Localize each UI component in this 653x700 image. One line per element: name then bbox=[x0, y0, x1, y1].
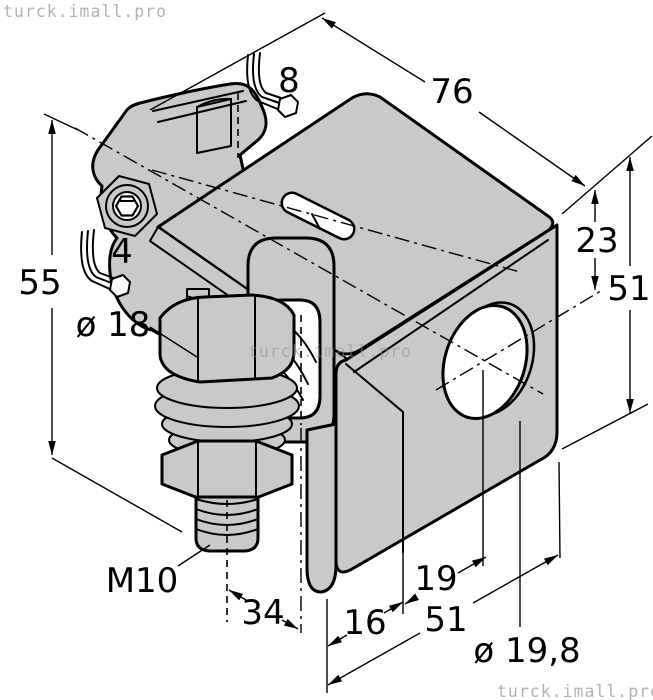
hex-key-8-icon: 8 bbox=[246, 52, 300, 118]
socket-screw-icon bbox=[96, 175, 158, 237]
dim-19: 19 bbox=[404, 556, 487, 605]
dim-label-plate-offset: 16 bbox=[343, 603, 386, 643]
dim-label-bottom-width: 51 bbox=[424, 600, 467, 640]
dim-label-stud-center-to-plate: 34 bbox=[241, 593, 284, 633]
dim-51-bottom: 51 bbox=[327, 554, 559, 686]
dim-55: 55 bbox=[18, 120, 62, 455]
dim-76: 76 bbox=[321, 17, 586, 187]
clamp-slot-post bbox=[196, 98, 232, 154]
watermark-center: turck.imall.pro bbox=[248, 342, 412, 361]
dim-d18: ø 18 bbox=[76, 305, 198, 358]
watermark-bottom-right: turck.imall.pro bbox=[497, 682, 653, 700]
strap-tongue bbox=[305, 422, 338, 594]
inner-corner-line bbox=[345, 363, 404, 553]
dim-34: 34 bbox=[228, 589, 299, 633]
centerlines bbox=[74, 127, 605, 633]
clamp-stud-assembly bbox=[154, 288, 300, 553]
dim-label-hex-key-socket-screw: 4 bbox=[111, 232, 133, 272]
dim-label-clamp-stud-height: 55 bbox=[18, 263, 61, 303]
dim-label-hole-diameter: ø 19,8 bbox=[473, 631, 580, 671]
hex-nut-lower bbox=[160, 439, 294, 500]
dim-16: 16 bbox=[327, 601, 404, 647]
hex-key-4-icon: 4 bbox=[80, 229, 133, 298]
dim-label-stud-thread: M10 bbox=[106, 561, 179, 601]
dim-label-top-width: 76 bbox=[430, 72, 473, 112]
mounting-hole bbox=[441, 303, 529, 421]
dim-label-washer-diameter: ø 18 bbox=[76, 305, 151, 345]
dim-m10: M10 bbox=[106, 544, 211, 601]
dim-51-right: 51 bbox=[607, 157, 651, 413]
dim-label-hole-center-offset: 19 bbox=[414, 559, 457, 599]
dim-label-side-height: 51 bbox=[607, 269, 650, 309]
hex-nut-upper bbox=[158, 293, 296, 384]
washer-stack bbox=[154, 367, 300, 457]
hole-horizontal-centerline bbox=[435, 288, 605, 391]
dim-23: 23 bbox=[575, 190, 619, 290]
watermark-top-left: turck.imall.pro bbox=[3, 2, 167, 21]
dimensions: 76 23 51 55 34 16 bbox=[18, 17, 651, 686]
clamp-axis-centerline bbox=[74, 127, 544, 395]
bend-line bbox=[353, 239, 549, 373]
dim-label-hole-center-from-top: 23 bbox=[575, 221, 618, 261]
dim-label-hex-key-clamp-bolt: 8 bbox=[278, 61, 300, 101]
top-face-centerline bbox=[151, 169, 521, 273]
